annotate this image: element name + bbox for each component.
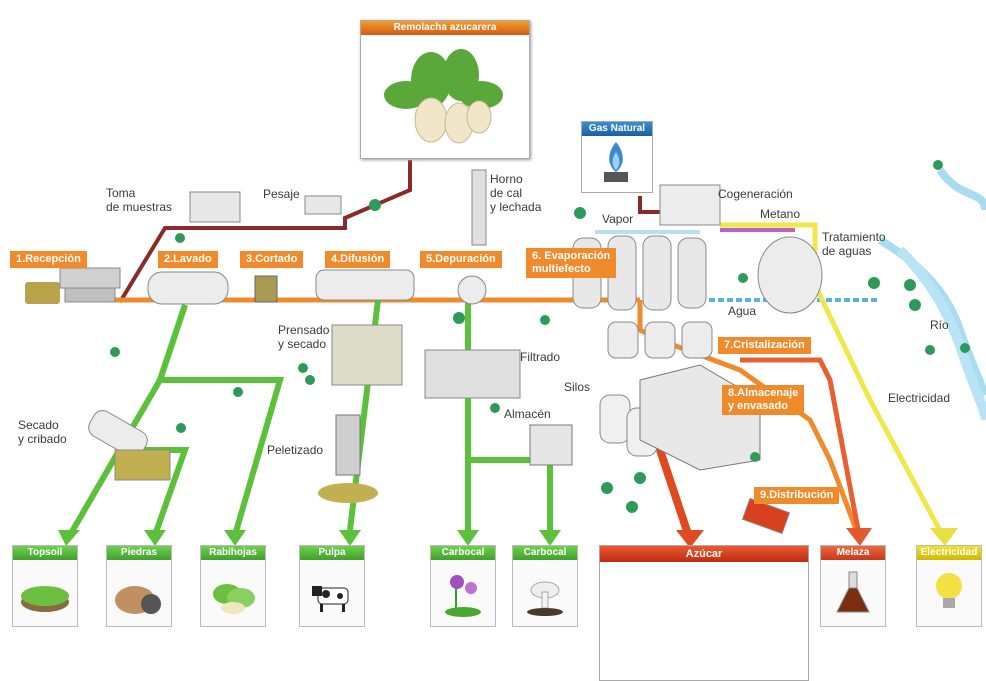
soil-icon (21, 586, 69, 612)
label-water: Agua (728, 304, 757, 318)
label-methane: Metano (760, 207, 801, 221)
product-stones: Piedras (106, 545, 172, 627)
purification-tank (457, 275, 487, 305)
product-carbocal-label: Carbocal (431, 546, 495, 560)
label-water-treatment: Tratamiento de aguas (822, 230, 886, 258)
lime-kiln (471, 169, 487, 246)
product-electricity-label: Electricidad (917, 546, 981, 560)
step-washing: 2.Lavado (158, 251, 218, 268)
maroon-line-gas (638, 196, 660, 214)
sampling-station (189, 191, 241, 223)
step-cutting: 3.Cortado (240, 251, 304, 268)
product-topsoil: Topsoil (12, 545, 78, 627)
label-lime-kiln: Horno de cal y lechada (490, 172, 542, 214)
pellet-pile (318, 483, 378, 503)
arrow-carbocal-plus (539, 530, 561, 546)
step-crystallization: 7.Cristalización (718, 337, 811, 354)
cutter (254, 275, 278, 303)
delivery-truck (741, 497, 791, 535)
label-silos: Silos (564, 380, 591, 394)
product-pulp-label: Pulpa (300, 546, 364, 560)
label-warehouse: Almacén (504, 407, 551, 421)
pellet-machine (335, 414, 361, 476)
sugar-beet-panel: Remolacha azucarera (360, 20, 530, 159)
sugar-beet-icon (384, 49, 503, 144)
trees (110, 160, 970, 513)
diffusion-drum (315, 269, 415, 301)
melaza-arrow (846, 528, 872, 546)
arrow-topsoil (58, 530, 80, 546)
step-distribution: 9.Distribución (754, 487, 840, 504)
filter-bank (424, 349, 521, 399)
arrow-piedras (144, 530, 166, 546)
step-evaporation: 6. Evaporación multiefecto (526, 248, 617, 278)
label-electricity-line: Electricidad (888, 391, 951, 405)
arrow-pulpa (339, 530, 361, 546)
sugar-beet-title: Remolacha azucarera (361, 21, 529, 35)
label-weighing: Pesaje (263, 187, 300, 201)
leaves-icon (213, 584, 255, 614)
orange-line-down (637, 300, 863, 541)
product-carbocal: Carbocal (430, 545, 496, 627)
flask-icon (836, 571, 870, 613)
crystallizers (607, 321, 713, 359)
washer-drum (147, 271, 229, 305)
warehouse (529, 424, 573, 466)
mushroom-icon (527, 581, 563, 616)
product-leaves: Rabihojas (200, 545, 266, 627)
product-electricity: Electricidad (916, 545, 982, 627)
label-pelletizing: Peletizado (267, 443, 324, 457)
lightbulb-icon (936, 573, 962, 608)
screening-hopper (114, 449, 171, 481)
flower-icon (445, 575, 481, 617)
product-molasses: Melaza (820, 545, 886, 627)
step-storage: 8.Almacenaje y envasado (722, 385, 805, 415)
maroon-line (118, 160, 412, 304)
arrow-rabihojas (224, 530, 246, 546)
product-molasses-label: Melaza (821, 546, 885, 560)
product-pulp: Pulpa (299, 545, 365, 627)
cow-icon (312, 586, 349, 612)
product-carbocal-plus: Carbocal Plus (512, 545, 578, 627)
step-purification: 5.Depuración (420, 251, 502, 268)
press-dryer (331, 324, 403, 386)
product-sugar-label: Azúcar (600, 546, 808, 562)
product-sugar: Azúcar (599, 545, 809, 681)
weighing-station (304, 195, 342, 215)
screening-drum (88, 410, 148, 458)
cogeneration-plant (659, 184, 721, 226)
product-leaves-label: Rabihojas (201, 546, 265, 560)
product-stones-label: Piedras (107, 546, 171, 560)
step-diffusion: 4.Difusión (325, 251, 391, 268)
label-filtering: Filtrado (520, 350, 561, 364)
reception-equipment (25, 267, 121, 304)
label-pressing: Prensado y secado (278, 323, 330, 351)
label-river: Río (930, 318, 949, 332)
step-reception: 1.Recepción (10, 251, 87, 268)
product-topsoil-label: Topsoil (13, 546, 77, 560)
label-screening: Secado y cribado (18, 418, 67, 446)
sugar-arrow (676, 530, 704, 548)
label-steam: Vapor (602, 212, 634, 226)
stones-icon (115, 586, 161, 614)
natural-gas-panel: Gas Natural (581, 121, 653, 193)
label-sampling: Toma de muestras (106, 186, 173, 214)
water-treatment-tank (757, 236, 823, 314)
orange-line-melaza (740, 357, 863, 541)
label-cogeneration: Cogeneración (718, 187, 793, 201)
natural-gas-title: Gas Natural (582, 122, 652, 136)
green-line-piedras (155, 304, 284, 536)
flame-icon (604, 142, 628, 182)
electricity-arrow (930, 528, 958, 546)
river-main (896, 246, 986, 421)
arrow-carbocal (457, 530, 479, 546)
product-carbocal-plus-label: Carbocal Plus (513, 546, 577, 572)
